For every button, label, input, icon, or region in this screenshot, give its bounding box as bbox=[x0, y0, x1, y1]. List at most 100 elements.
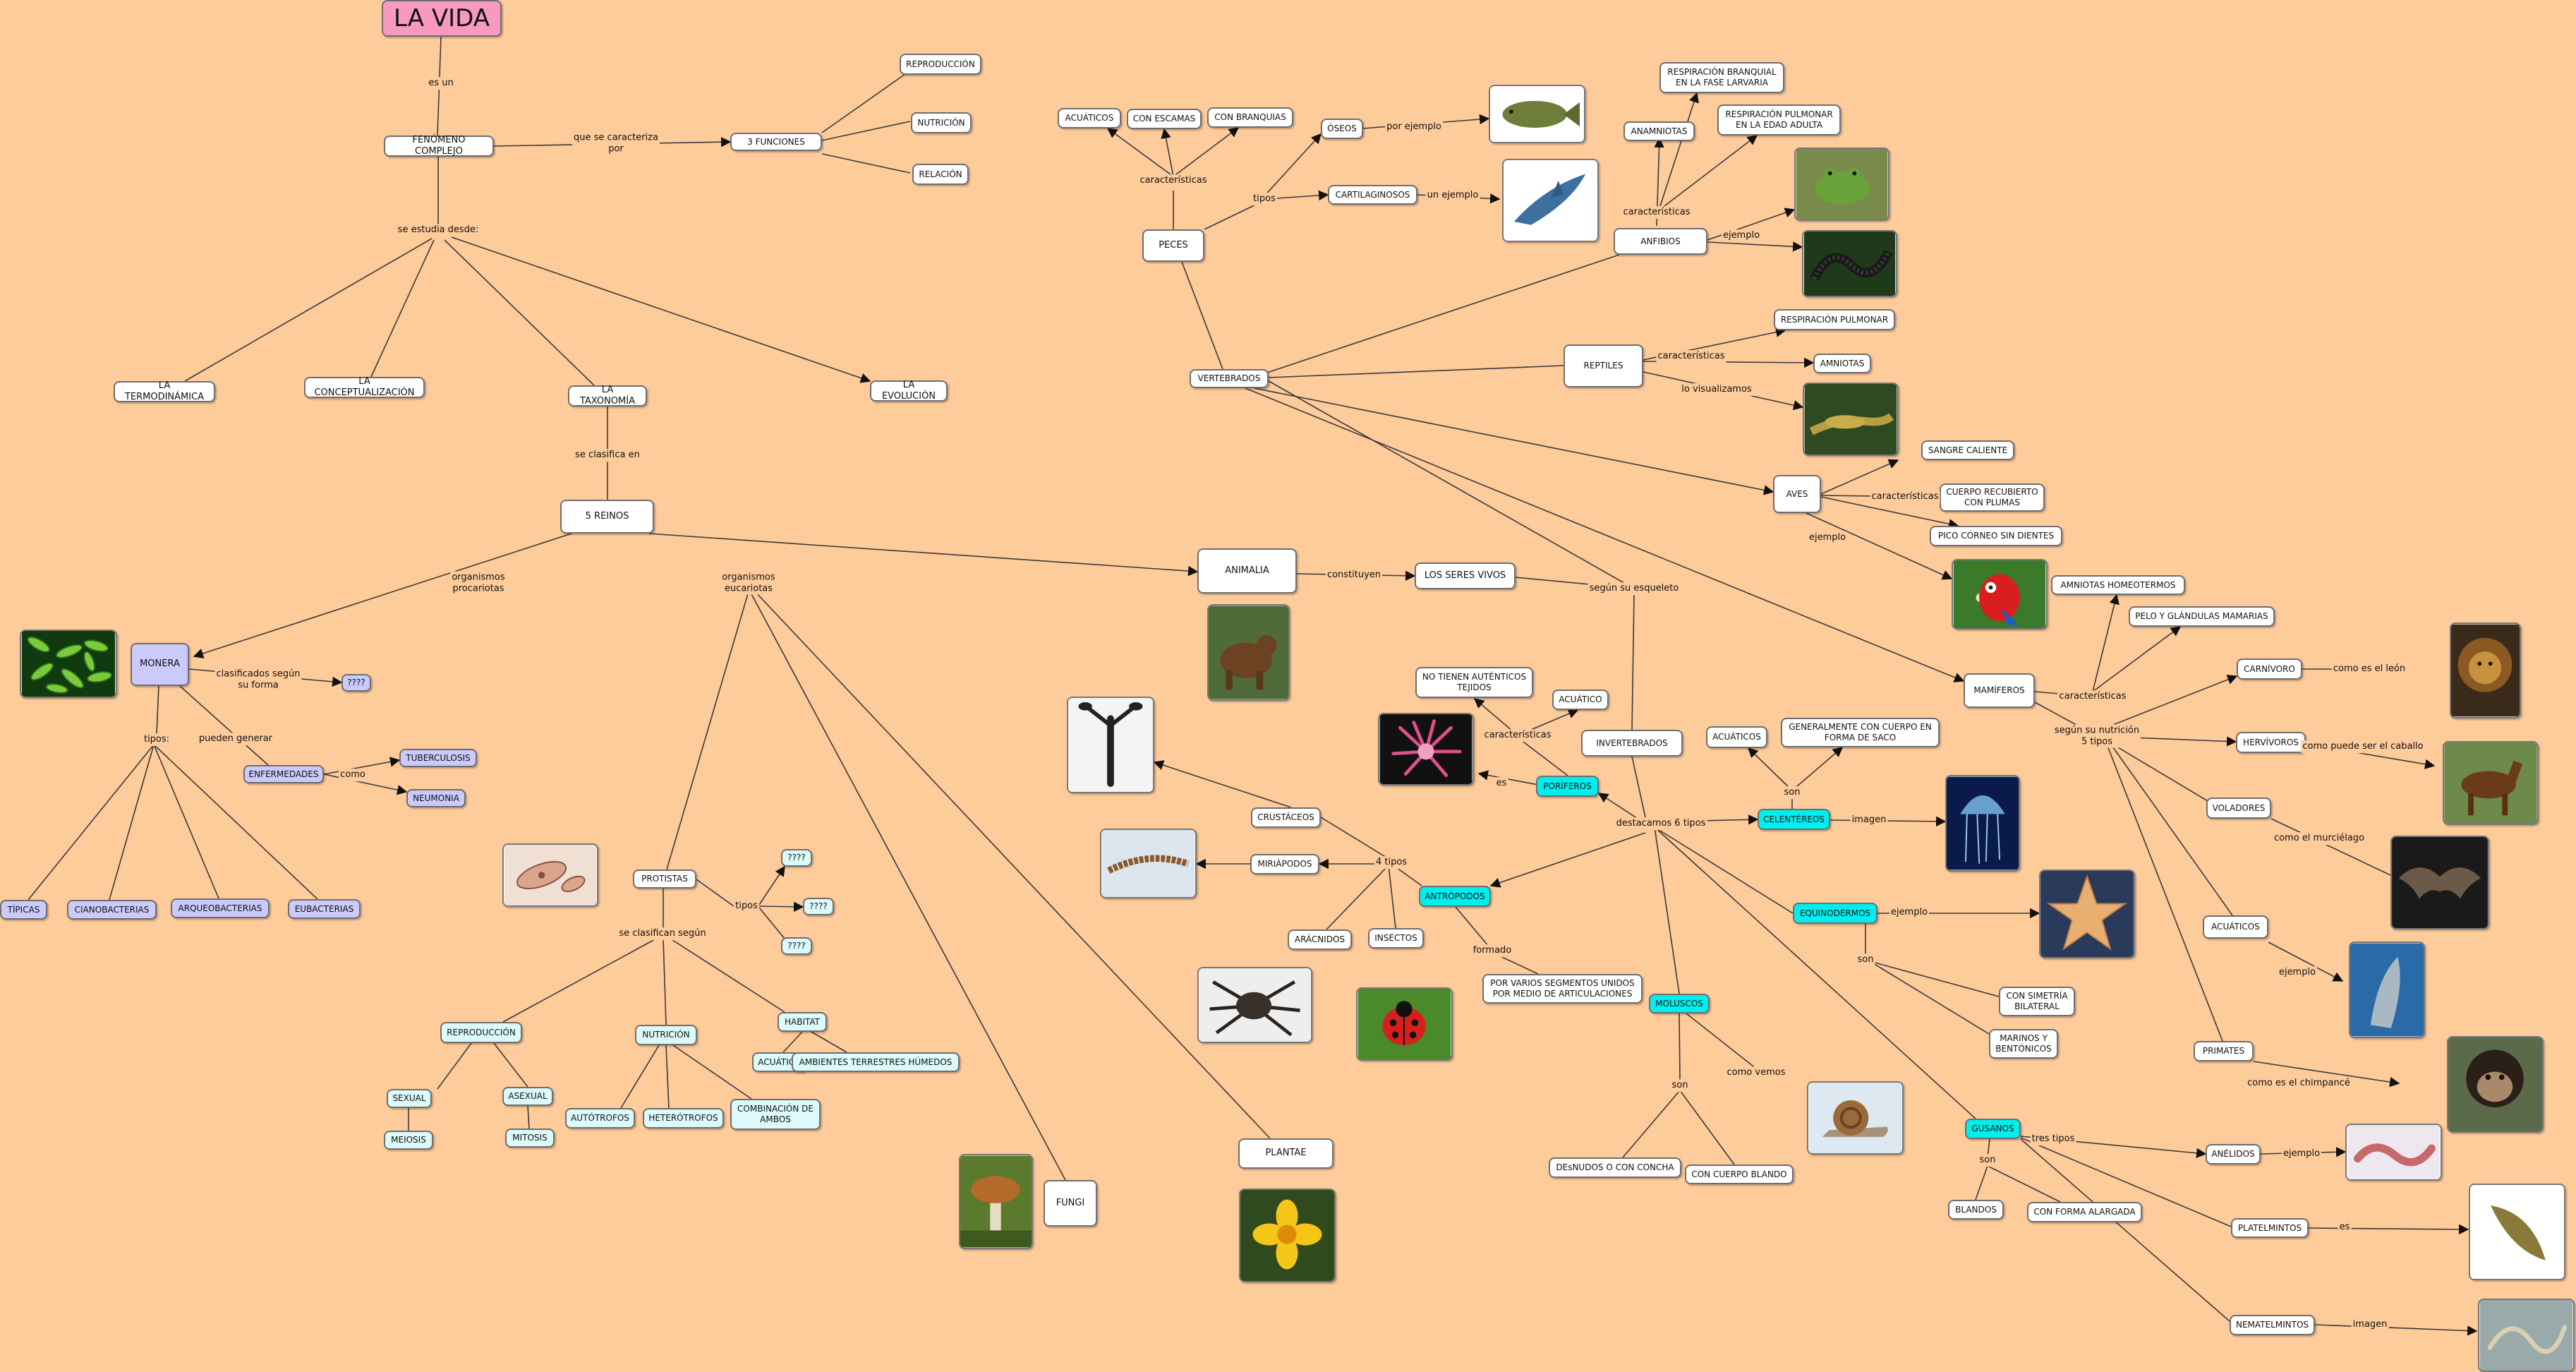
node-desnudos-concha[interactable]: DEsNUDOS O CON CONCHA bbox=[1549, 1157, 1681, 1178]
node-nutricion-funcion[interactable]: NUTRICIÓN bbox=[911, 112, 972, 133]
node-sangre-caliente[interactable]: SANGRE CALIENTE bbox=[1921, 440, 2014, 460]
node-5-reinos[interactable]: 5 REINOS bbox=[560, 500, 654, 534]
node-cuerpo-blando[interactable]: CON CUERPO BLANDO bbox=[1685, 1165, 1794, 1184]
connector-line bbox=[1686, 1013, 1757, 1069]
node-protistas-unknown-1[interactable]: ???? bbox=[781, 849, 812, 867]
earthworm-image bbox=[2345, 1124, 2442, 1181]
connector-line bbox=[1707, 241, 1803, 252]
node-no-tejidos[interactable]: NO TIENEN AUTÉNTICOS TEJIDOS bbox=[1415, 667, 1533, 698]
node-gusanos[interactable]: GUSANOS bbox=[1965, 1119, 2021, 1139]
node-animalia[interactable]: ANIMALIA bbox=[1197, 548, 1297, 594]
node-reptiles[interactable]: REPTILES bbox=[1564, 344, 1643, 387]
node-nematelmintos[interactable]: NEMATELMINTOS bbox=[2230, 1315, 2315, 1335]
node-autotrofos[interactable]: AUTÓTROFOS bbox=[565, 1108, 635, 1129]
node-vertebrados[interactable]: VERTEBRADOS bbox=[1190, 369, 1269, 388]
node-oseos[interactable]: ÓSEOS bbox=[1321, 119, 1363, 139]
node-acuatico-poriferos[interactable]: ACUÁTICO bbox=[1552, 690, 1609, 710]
node-mamiferos[interactable]: MAMÍFEROS bbox=[1964, 673, 2035, 708]
node-conceptualizacion[interactable]: LA CONCEPTUALIZACIÓN bbox=[304, 376, 425, 398]
node-voladores[interactable]: VOLADORES bbox=[2206, 798, 2271, 819]
node-monera[interactable]: MONERA bbox=[131, 643, 189, 686]
node-plantae[interactable]: PLANTAE bbox=[1238, 1138, 1334, 1169]
node-cianobacterias[interactable]: CIANOBACTERIAS bbox=[67, 900, 157, 920]
node-reproduccion-funcion[interactable]: REPRODUCCIÓN bbox=[900, 54, 981, 75]
node-insectos[interactable]: INSECTOS bbox=[1368, 928, 1424, 949]
node-nutricion-protistas[interactable]: NUTRICIÓN bbox=[635, 1025, 697, 1045]
node-evolucion[interactable]: LA EVOLUCIÓN bbox=[870, 380, 948, 402]
node-cartilaginosos[interactable]: CARTILAGINOSOS bbox=[1328, 185, 1417, 205]
node-combinacion[interactable]: COMBINACIÓN DE AMBOS bbox=[730, 1099, 821, 1130]
node-crustaceos[interactable]: CRUSTÁCEOS bbox=[1251, 807, 1321, 828]
node-platelmintos[interactable]: PLATELMINTOS bbox=[2231, 1218, 2309, 1238]
node-protistas-unknown-2[interactable]: ???? bbox=[803, 898, 834, 915]
node-equinodermos[interactable]: EQUINODERMOS bbox=[1793, 903, 1877, 924]
node-acuaticos-peces[interactable]: ACUÁTICOS bbox=[1058, 108, 1121, 128]
node-poriferos[interactable]: PORÍFEROS bbox=[1536, 776, 1599, 797]
node-seres-vivos[interactable]: LOS SERES VIVOS bbox=[1415, 562, 1516, 589]
node-forma-alargada[interactable]: CON FORMA ALARGADA bbox=[2027, 1202, 2142, 1222]
node-habitat[interactable]: HABITAT bbox=[778, 1012, 827, 1032]
node-pelo-glandulas[interactable]: PELO Y GLÁNDULAS MAMARIAS bbox=[2129, 606, 2275, 627]
node-anfibios[interactable]: ANFIBIOS bbox=[1614, 228, 1707, 255]
node-enfermedades[interactable]: ENFERMEDADES bbox=[243, 765, 324, 783]
title-la-vida[interactable]: LA VIDA bbox=[382, 0, 502, 37]
node-aracnidos[interactable]: ARÁCNIDOS bbox=[1288, 929, 1352, 950]
node-amniotas-homeotermos[interactable]: AMNIOTAS HOMEOTERMOS bbox=[2051, 575, 2185, 595]
node-sexual[interactable]: SEXUAL bbox=[387, 1089, 432, 1108]
connector-line bbox=[437, 1042, 472, 1090]
node-respiracion-branquial[interactable]: RESPIRACIÓN BRANQUIAL EN LA FASE LARVARI… bbox=[1659, 62, 1784, 93]
node-tuberculosis[interactable]: TUBERCULOSIS bbox=[399, 749, 477, 767]
node-mitosis[interactable]: MITOSIS bbox=[505, 1129, 555, 1148]
node-heterotrofos[interactable]: HETERÓTROFOS bbox=[643, 1108, 724, 1129]
node-respiracion-pulmonar-adulta[interactable]: RESPIRACIÓN PULMONAR EN LA EDAD ADULTA bbox=[1717, 104, 1841, 136]
node-acuaticos-mamiferos[interactable]: ACUÁTICOS bbox=[2203, 915, 2268, 939]
node-anelidos[interactable]: ANÉLIDOS bbox=[2206, 1144, 2261, 1165]
link-label: como es el león bbox=[2331, 663, 2407, 675]
node-marinos-bentonicos[interactable]: MARINOS Y BENTÓNICOS bbox=[1989, 1029, 2058, 1059]
node-anamniotas[interactable]: ANAMNIOTAS bbox=[1623, 121, 1695, 141]
node-cuerpo-saco[interactable]: GENERALMENTE CON CUERPO EN FORMA DE SACO bbox=[1781, 718, 1940, 747]
node-meiosis[interactable]: MEIOSIS bbox=[384, 1131, 433, 1150]
connector-line bbox=[1987, 1165, 2061, 1203]
node-pico-corneo[interactable]: PICO CÓRNEO SIN DIENTES bbox=[1930, 526, 2062, 546]
connector-line bbox=[1869, 961, 1990, 1035]
node-miriapodos[interactable]: MIRIÁPODOS bbox=[1250, 854, 1319, 874]
bass-fish-image bbox=[1489, 85, 1585, 143]
node-acuaticos-celentereos[interactable]: ACUÁTICOS bbox=[1706, 726, 1767, 748]
node-moluscos[interactable]: MOLUSCOS bbox=[1649, 994, 1710, 1013]
node-blandos[interactable]: BLANDOS bbox=[1948, 1200, 2004, 1220]
node-cuerpo-plumas[interactable]: CUERPO RECUBIERTO CON PLUMAS bbox=[1940, 483, 2045, 512]
node-monera-unknown[interactable]: ???? bbox=[341, 674, 371, 692]
node-protistas-unknown-3[interactable]: ???? bbox=[781, 937, 812, 955]
node-artropodos[interactable]: ANTRÓPODOS bbox=[1419, 886, 1491, 907]
node-invertebrados[interactable]: INVERTEBRADOS bbox=[1581, 730, 1683, 757]
node-3-funciones[interactable]: 3 FUNCIONES bbox=[730, 133, 822, 151]
node-aves[interactable]: AVES bbox=[1773, 475, 1821, 513]
node-con-branquias[interactable]: CON BRANQUIAS bbox=[1207, 107, 1293, 128]
node-ambientes-terrestres[interactable]: AMBIENTES TERRESTRES HÚMEDOS bbox=[792, 1052, 960, 1072]
node-simetria-bilateral[interactable]: CON SIMETRÍA BILATERAL bbox=[1999, 987, 2075, 1016]
node-termodinamica[interactable]: LA TERMODINÁMICA bbox=[114, 380, 215, 402]
node-neumonia[interactable]: NEUMONIA bbox=[406, 789, 466, 807]
node-con-escamas[interactable]: CON ESCAMAS bbox=[1127, 109, 1202, 129]
node-relacion[interactable]: RELACIÓN bbox=[912, 164, 969, 185]
node-peces[interactable]: PECES bbox=[1142, 229, 1204, 262]
node-eubacterias[interactable]: EUBACTERIAS bbox=[288, 899, 361, 919]
node-taxonomia[interactable]: LA TAXONOMÍA bbox=[568, 385, 647, 407]
node-reproduccion-protistas[interactable]: REPRODUCCIÓN bbox=[440, 1022, 522, 1043]
node-asexual[interactable]: ASEXUAL bbox=[502, 1087, 553, 1106]
node-amniotas[interactable]: AMNIOTAS bbox=[1813, 354, 1871, 373]
node-tipicas[interactable]: TÍPICAS bbox=[0, 900, 47, 920]
node-protistas[interactable]: PROTISTAS bbox=[633, 869, 696, 889]
node-arqueobacterias[interactable]: ARQUEOBACTERIAS bbox=[171, 898, 270, 918]
node-herbivoros[interactable]: HERVÍVOROS bbox=[2236, 732, 2306, 753]
node-respiracion-pulmonar[interactable]: RESPIRACIÓN PULMONAR bbox=[1774, 309, 1895, 330]
node-fungi[interactable]: FUNGI bbox=[1044, 1180, 1097, 1227]
node-primates[interactable]: PRIMATES bbox=[2194, 1041, 2254, 1061]
node-carnivoro[interactable]: CARNÍVORO bbox=[2237, 658, 2302, 680]
link-label: se estudia desde: bbox=[396, 224, 480, 236]
node-fenomeno-complejo[interactable]: FENÓMENO COMPLEJO bbox=[384, 135, 494, 157]
node-celentereos[interactable]: CELENTÉREOS bbox=[1758, 809, 1830, 830]
node-segmentos[interactable]: POR VARIOS SEGMENTOS UNIDOS POR MEDIO DE… bbox=[1482, 974, 1643, 1004]
link-label: características bbox=[1138, 174, 1209, 187]
